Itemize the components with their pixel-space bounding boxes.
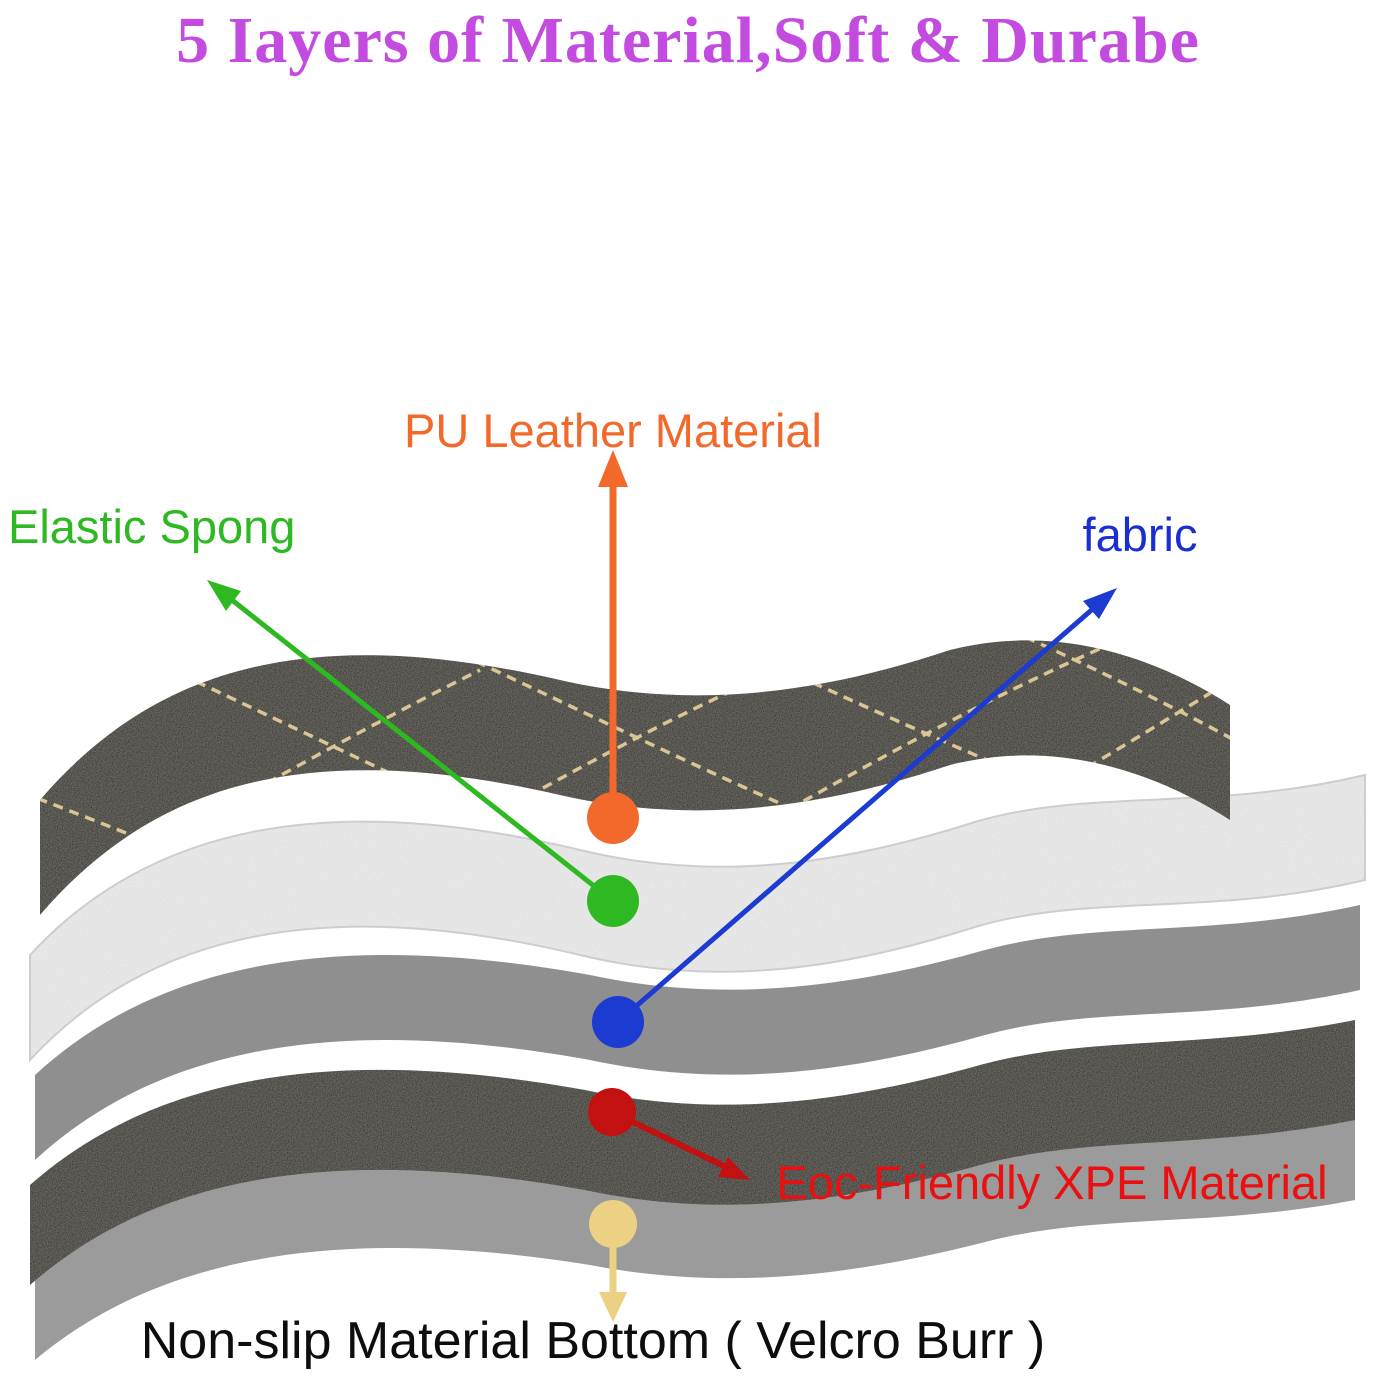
non-slip-layer bbox=[35, 1115, 1355, 1360]
elastic-sponge-arrowhead bbox=[207, 580, 241, 611]
stitch-line bbox=[699, 640, 1121, 862]
stitch-line bbox=[1009, 640, 1230, 762]
fabric-layer bbox=[35, 905, 1360, 1160]
xpe-arrowhead bbox=[718, 1157, 750, 1180]
non-slip-dot bbox=[589, 1200, 637, 1248]
non-slip-arrowhead bbox=[599, 1292, 627, 1322]
fabric-arrowhead bbox=[1083, 588, 1117, 619]
elastic-sponge-label: Elastic Spong bbox=[8, 500, 295, 553]
fabric-label: fabric bbox=[1083, 508, 1198, 561]
fabric-arrow bbox=[616, 588, 1117, 1024]
stitch-line bbox=[149, 658, 561, 852]
fabric-arrow-line bbox=[616, 605, 1097, 1024]
non-slip-label: Non-slip Material Bottom ( Velcro Burr ) bbox=[141, 1312, 1046, 1370]
pu-leather-arrow bbox=[598, 450, 628, 818]
page-title: 5 Iayers of Material,Soft & Durabe bbox=[176, 4, 1200, 77]
pu-leather-label: PU Leather Material bbox=[404, 404, 822, 457]
stitch-line bbox=[999, 648, 1230, 822]
elastic-sponge-dot bbox=[587, 875, 639, 927]
pu-leather-dot bbox=[587, 792, 639, 844]
elastic-sponge-arrow-line bbox=[230, 598, 615, 903]
xpe-dot bbox=[588, 1088, 636, 1136]
layer-stack bbox=[29, 640, 1366, 1360]
elastic-sponge-arrow bbox=[207, 580, 615, 903]
pu-leather-arrowhead bbox=[598, 450, 628, 487]
xpe-label: Eoc-Friendly XPE Material bbox=[776, 1156, 1327, 1209]
pu-leather-layer bbox=[40, 640, 1230, 915]
fabric-dot bbox=[592, 996, 644, 1048]
